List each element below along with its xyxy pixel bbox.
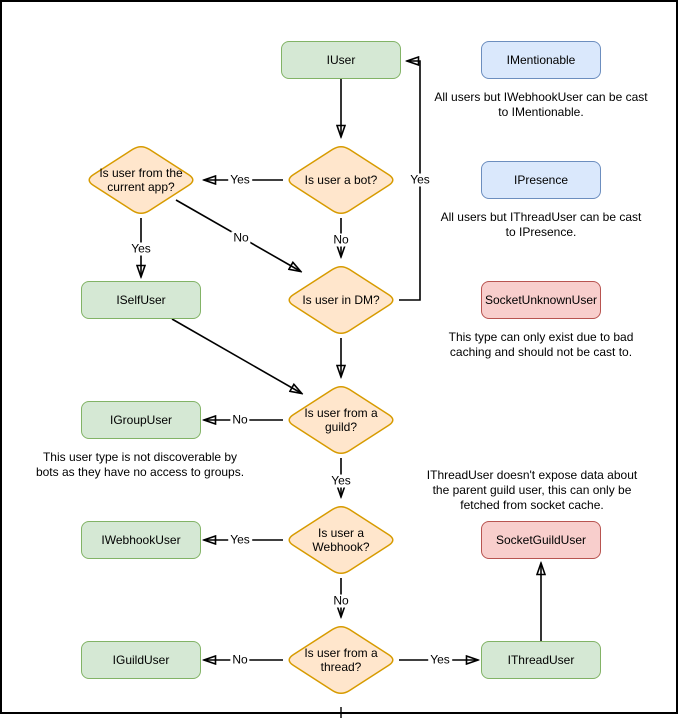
annotation-group: This user type is not discoverable by bo…: [35, 450, 245, 479]
edge-label-current-app-no: No: [231, 230, 251, 245]
edge-iselfuser-to-isguild: [171, 318, 301, 393]
decision-is-webhook: Is user a Webhook?: [283, 502, 399, 578]
edge-label-guild-yes: Yes: [329, 473, 353, 488]
node-socketguilduser: SocketGuildUser: [481, 521, 601, 559]
decision-is-bot-label: Is user a bot?: [304, 173, 378, 187]
node-iuser-label: IUser: [326, 53, 356, 67]
annotation-thread: IThreadUser doesn't expose data about th…: [426, 468, 638, 512]
decision-is-current-app: Is user from the current app?: [83, 142, 199, 218]
diamond-shape: [288, 625, 394, 695]
decision-is-thread: Is user from a thread?: [283, 622, 399, 698]
diamond-shape: [288, 505, 394, 575]
node-ithreaduser-label: IThreadUser: [507, 653, 575, 667]
annotation-presence: All users but IThreadUser can be cast to…: [440, 210, 642, 239]
edge-label-bot-no: No: [331, 232, 351, 247]
node-ipresence-label: IPresence: [513, 173, 569, 187]
edge-label-webhook-no: No: [331, 593, 351, 608]
annotation-unknown: This type can only exist due to bad cach…: [448, 330, 634, 359]
node-iwebhookuser: IWebhookUser: [81, 521, 201, 559]
edge-label-dm-yes: Yes: [408, 172, 432, 187]
diamond-shape: [288, 385, 394, 455]
edge-label-thread-yes: Yes: [428, 652, 452, 667]
node-iselfuser: ISelfUser: [81, 281, 201, 319]
node-socketunknownuser-label: SocketUnknownUser: [484, 293, 598, 307]
node-iwebhookuser-label: IWebhookUser: [101, 533, 181, 547]
node-iselfuser-label: ISelfUser: [116, 293, 166, 307]
node-socketguilduser-label: SocketGuildUser: [495, 533, 587, 547]
edge-label-guild-no: No: [230, 412, 250, 427]
decision-is-guild: Is user from a guild?: [283, 382, 399, 458]
decision-is-current-app-label: Is user from the current app?: [99, 166, 183, 194]
diamond-shape: [288, 145, 394, 215]
decision-is-dm-label: Is user in DM?: [302, 293, 380, 307]
node-iuser: IUser: [281, 41, 401, 79]
diamond-shape: [88, 145, 194, 215]
node-ithreaduser: IThreadUser: [481, 641, 601, 679]
edge-label-current-app-yes: Yes: [129, 241, 153, 256]
edge-label-bot-yes: Yes: [228, 172, 252, 187]
decision-is-guild-label: Is user from a guild?: [304, 406, 378, 434]
node-socketunknownuser: SocketUnknownUser: [481, 281, 601, 319]
node-igroupuser-label: IGroupUser: [109, 413, 173, 427]
decision-is-bot: Is user a bot?: [283, 142, 399, 218]
node-imentionable-label: IMentionable: [506, 53, 576, 67]
node-iguilduser-label: IGuildUser: [112, 653, 170, 667]
node-imentionable: IMentionable: [481, 41, 601, 79]
decision-is-thread-label: Is user from a thread?: [304, 646, 378, 674]
edge-label-thread-no: No: [230, 652, 250, 667]
node-igroupuser: IGroupUser: [81, 401, 201, 439]
diamond-shape: [288, 265, 394, 335]
annotation-mentionable: All users but IWebhookUser can be cast t…: [434, 90, 648, 119]
decision-is-webhook-label: Is user a Webhook?: [312, 526, 370, 554]
node-ipresence: IPresence: [481, 161, 601, 199]
edge-label-webhook-yes: Yes: [228, 532, 252, 547]
decision-is-dm: Is user in DM?: [283, 262, 399, 338]
node-iguilduser: IGuildUser: [81, 641, 201, 679]
